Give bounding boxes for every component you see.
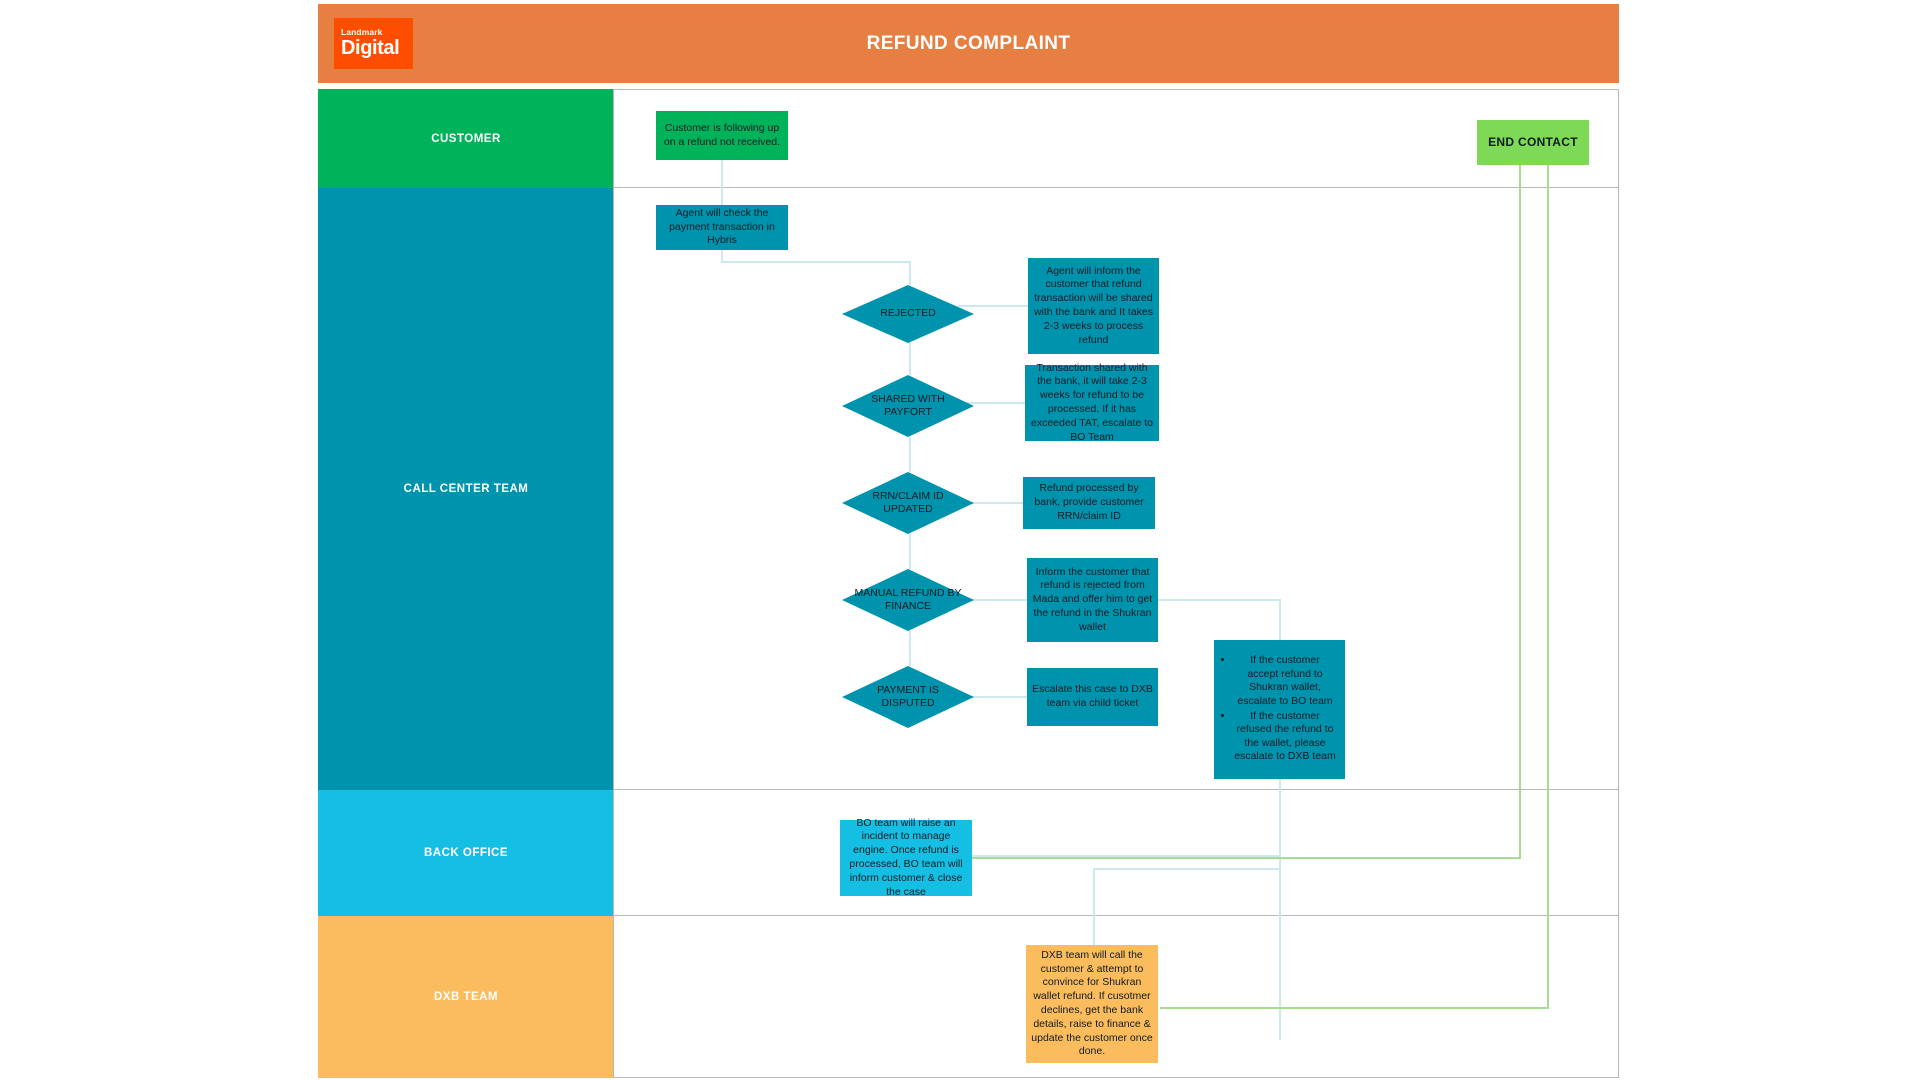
lane-label-customer: CUSTOMER bbox=[318, 89, 614, 188]
note-escalation-bullets[interactable]: If the customer accept refund to Shukran… bbox=[1214, 640, 1345, 779]
decision-shared-label: SHARED WITH PAYFORT bbox=[871, 392, 945, 419]
note-rrn-claim-id[interactable]: Refund processed by bank, provide custom… bbox=[1023, 477, 1155, 529]
decision-manual-refund-by-finance[interactable]: MANUAL REFUND BY FINANCE bbox=[842, 569, 974, 631]
node-bo-raise-incident[interactable]: BO team will raise an incident to manage… bbox=[840, 817, 972, 898]
bullet-refuse-shukran: If the customer refused the refund to th… bbox=[1234, 710, 1336, 764]
decision-rejected[interactable]: REJECTED bbox=[842, 285, 974, 343]
page-header: Landmark Digital REFUND COMPLAINT bbox=[318, 4, 1619, 83]
bullet-accept-shukran: If the customer accept refund to Shukran… bbox=[1234, 654, 1336, 708]
lane-canvas-back-office bbox=[613, 790, 1619, 916]
decision-rejected-label: REJECTED bbox=[880, 307, 936, 320]
note-payment-disputed[interactable]: Escalate this case to DXB team via child… bbox=[1027, 668, 1158, 726]
lane-label-call-center-team: CALL CENTER TEAM bbox=[318, 188, 614, 790]
decision-shared-with-payfort[interactable]: SHARED WITH PAYFORT bbox=[842, 375, 974, 437]
node-customer-start[interactable]: Customer is following up on a refund not… bbox=[656, 111, 788, 160]
decision-rrn-claim-id-updated[interactable]: RRN/CLAIM ID UPDATED bbox=[842, 472, 974, 534]
brand-logo: Landmark Digital bbox=[334, 18, 413, 69]
decision-disputed-label: PAYMENT IS DISPUTED bbox=[877, 683, 939, 710]
lane-label-dxb-team: DXB TEAM bbox=[318, 916, 614, 1078]
node-agent-check-hybris[interactable]: Agent will check the payment transaction… bbox=[656, 205, 788, 250]
logo-text-digital: Digital bbox=[341, 37, 400, 59]
note-rejected[interactable]: Agent will inform the customer that refu… bbox=[1028, 258, 1159, 354]
logo-text-landmark: Landmark bbox=[341, 27, 383, 37]
node-end-contact[interactable]: END CONTACT bbox=[1477, 120, 1589, 165]
page-title: REFUND COMPLAINT bbox=[866, 32, 1071, 54]
note-shared-with-payfort[interactable]: Transaction shared with the bank, it wil… bbox=[1025, 362, 1159, 443]
decision-payment-is-disputed[interactable]: PAYMENT IS DISPUTED bbox=[842, 666, 974, 728]
decision-rrn-label: RRN/CLAIM ID UPDATED bbox=[872, 489, 944, 516]
node-dxb-call-customer[interactable]: DXB team will call the customer & attemp… bbox=[1026, 945, 1158, 1063]
lane-label-back-office: BACK OFFICE bbox=[318, 790, 614, 916]
note-manual-refund[interactable]: Inform the customer that refund is rejec… bbox=[1027, 558, 1158, 642]
decision-manual-refund-label: MANUAL REFUND BY FINANCE bbox=[854, 586, 962, 613]
